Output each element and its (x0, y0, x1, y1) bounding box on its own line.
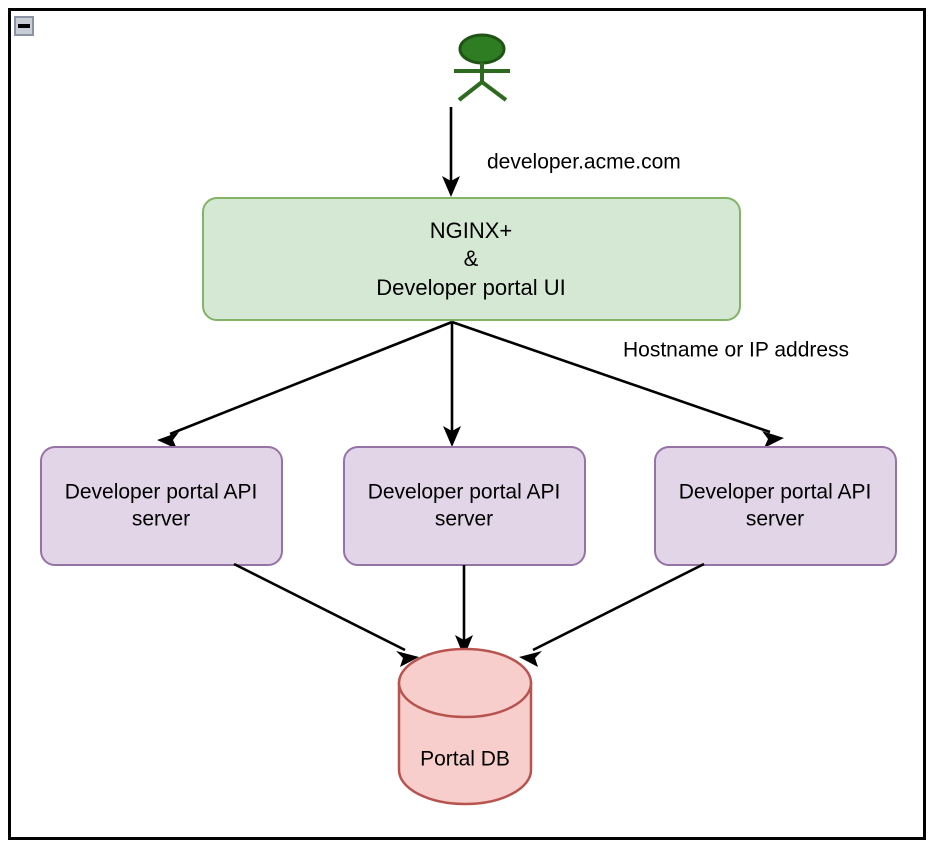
edge-api-2-to-db (455, 565, 473, 657)
node-nginx-ui[interactable]: NGINX+ & Developer portal UI (202, 197, 741, 321)
user-actor[interactable] (454, 33, 510, 102)
edge-label-hostname-or-ip-address: Hostname or IP address (623, 339, 849, 362)
edge-api-3-to-db (519, 562, 705, 667)
arrow-head (455, 635, 473, 657)
edge-label-developer-acme-com: developer.acme.com (487, 151, 681, 174)
edge-line (451, 320, 771, 434)
edge-nginx-to-api-1 (157, 320, 453, 449)
node-api-server-2-shape (343, 446, 586, 566)
arrow-head (157, 432, 179, 449)
edge-actor-to-nginx (442, 107, 460, 197)
minus-icon (18, 24, 30, 28)
actor-leg-left (457, 80, 484, 102)
arrow-head (762, 431, 784, 448)
collapse-toggle-button[interactable] (14, 16, 34, 36)
edge-api-1-to-db (233, 562, 419, 667)
node-api-server-3-line-2: server (746, 508, 804, 531)
node-nginx-ui-line-3: Developer portal UI (376, 275, 566, 300)
edge-line (169, 320, 453, 436)
node-nginx-ui-shape (202, 197, 741, 321)
arrow-head (442, 176, 460, 197)
node-api-server-1-shape (40, 446, 283, 566)
node-nginx-ui-line-2: & (464, 246, 479, 271)
node-portal-db[interactable]: Portal DB (397, 647, 533, 806)
node-portal-db-top (397, 647, 533, 719)
edge-nginx-to-api-3 (451, 320, 784, 448)
actor-head-icon (458, 33, 506, 65)
node-portal-db-label: Portal DB (420, 748, 510, 771)
edge-line (532, 562, 705, 652)
node-api-server-2-line-1: Developer portal API (368, 481, 561, 504)
actor-leg-right (480, 80, 508, 102)
edge-nginx-to-api-2 (443, 322, 461, 447)
node-nginx-ui-line-1: NGINX+ (430, 218, 513, 243)
node-api-server-1[interactable]: Developer portal API server (40, 446, 283, 566)
node-api-server-3[interactable]: Developer portal API server (654, 446, 897, 566)
edge-line (233, 562, 406, 652)
arrow-head (396, 651, 419, 667)
node-api-server-2-line-2: server (435, 508, 493, 531)
arrow-head (443, 426, 461, 447)
node-api-server-2[interactable]: Developer portal API server (343, 446, 586, 566)
node-api-server-1-line-1: Developer portal API (65, 481, 258, 504)
node-api-server-1-line-2: server (132, 508, 190, 531)
arrow-head (519, 651, 542, 667)
node-api-server-3-shape (654, 446, 897, 566)
node-api-server-3-line-1: Developer portal API (679, 481, 872, 504)
diagram-frame (8, 8, 926, 840)
